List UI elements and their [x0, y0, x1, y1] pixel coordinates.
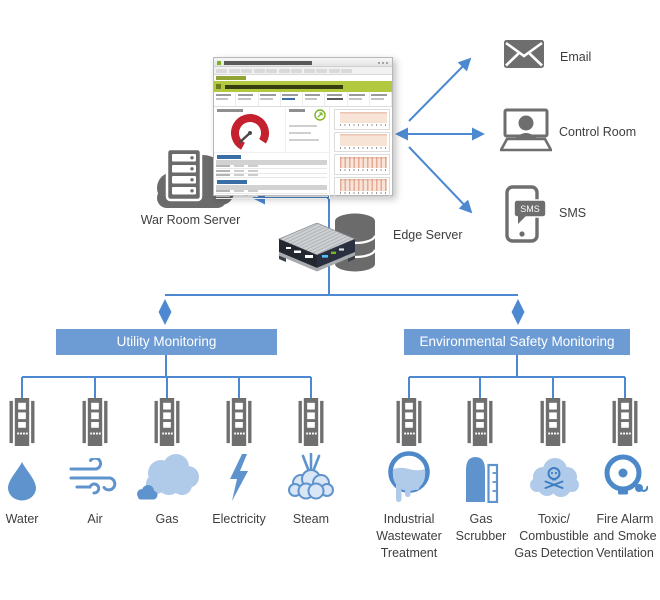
mini-chart-3 — [334, 154, 390, 175]
edge-server-device-icon — [277, 222, 357, 277]
water-drop-icon — [7, 461, 37, 506]
gauge-icon — [231, 114, 269, 152]
toxic-gas-label: Toxic/ Combustible Gas Detection — [514, 512, 594, 560]
edge-server-label: Edge Server — [393, 228, 463, 242]
water-label: Water — [5, 512, 39, 526]
sensor-tower-icon — [612, 398, 638, 446]
dashboard-aux-panel — [286, 107, 329, 152]
mini-chart-1 — [334, 109, 390, 130]
gas-scrubber-icon — [461, 453, 501, 508]
dashboard-window — [213, 57, 393, 199]
wind-icon — [69, 456, 121, 501]
sensor-tower-icon — [226, 398, 252, 446]
gas-cloud-icon — [134, 452, 200, 507]
gas-scrubber-label: Gas Scrubber — [455, 512, 507, 543]
mini-chart-2 — [334, 131, 390, 153]
dashboard-tab-row — [214, 67, 392, 75]
sensor-tower-icon — [298, 398, 324, 446]
server-rack-icon — [165, 147, 203, 202]
sensor-tower-icon — [154, 398, 180, 446]
environmental-monitoring-bar: Environmental Safety Monitoring — [404, 329, 630, 355]
sensor-tower-icon — [540, 398, 566, 446]
electricity-label: Electricity — [212, 512, 266, 526]
wastewater-treatment-icon — [387, 450, 431, 513]
sms-phone-icon: SMS — [505, 185, 549, 250]
lightning-icon — [226, 454, 252, 506]
war-room-server-label: War Room Server — [140, 213, 241, 227]
dashboard-breadcrumb — [214, 75, 392, 81]
mini-chart-4 — [334, 176, 390, 198]
email-icon — [504, 40, 544, 73]
sms-bubble-icon: SMS — [513, 199, 547, 224]
connector-dashboard-email — [408, 57, 472, 122]
dashboard-stats-row — [214, 92, 392, 107]
window-close-icon — [385, 61, 388, 64]
sensor-tower-icon — [396, 398, 422, 446]
dashboard-mini-charts — [330, 107, 392, 199]
wastewater-label: Industrial Wastewater Treatment — [376, 512, 442, 560]
toxic-gas-icon — [528, 457, 580, 507]
sensor-tower-icon — [9, 398, 35, 446]
steam-icon — [285, 452, 337, 506]
air-label: Air — [87, 512, 103, 526]
trend-up-icon — [314, 109, 326, 121]
dashboard-sensors-table — [214, 178, 329, 199]
dashboard-titlebar — [214, 58, 392, 67]
dashboard-app-icon — [217, 60, 221, 65]
utility-monitoring-bar: Utility Monitoring — [56, 329, 277, 355]
window-minimize-icon — [377, 61, 380, 64]
dashboard-title-text — [224, 61, 312, 65]
control-room-icon — [498, 108, 554, 157]
dashboard-channels-table — [214, 153, 329, 178]
sensor-tower-icon — [82, 398, 108, 446]
gas-label: Gas — [155, 512, 179, 526]
fire-alarm-bell-icon — [602, 452, 649, 505]
sms-label: SMS — [559, 206, 587, 220]
sensor-tower-icon — [467, 398, 493, 446]
dashboard-gauge-panel — [214, 107, 286, 152]
sms-bubble-text: SMS — [520, 204, 540, 214]
window-maximize-icon — [381, 61, 384, 64]
control-room-label: Control Room — [559, 125, 637, 139]
fire-alarm-label: Fire Alarm and Smoke Ventilation — [593, 512, 657, 560]
steam-label: Steam — [292, 512, 330, 526]
dashboard-status-banner — [214, 81, 392, 92]
connector-dashboard-sms — [408, 146, 473, 214]
email-label: Email — [560, 50, 592, 64]
